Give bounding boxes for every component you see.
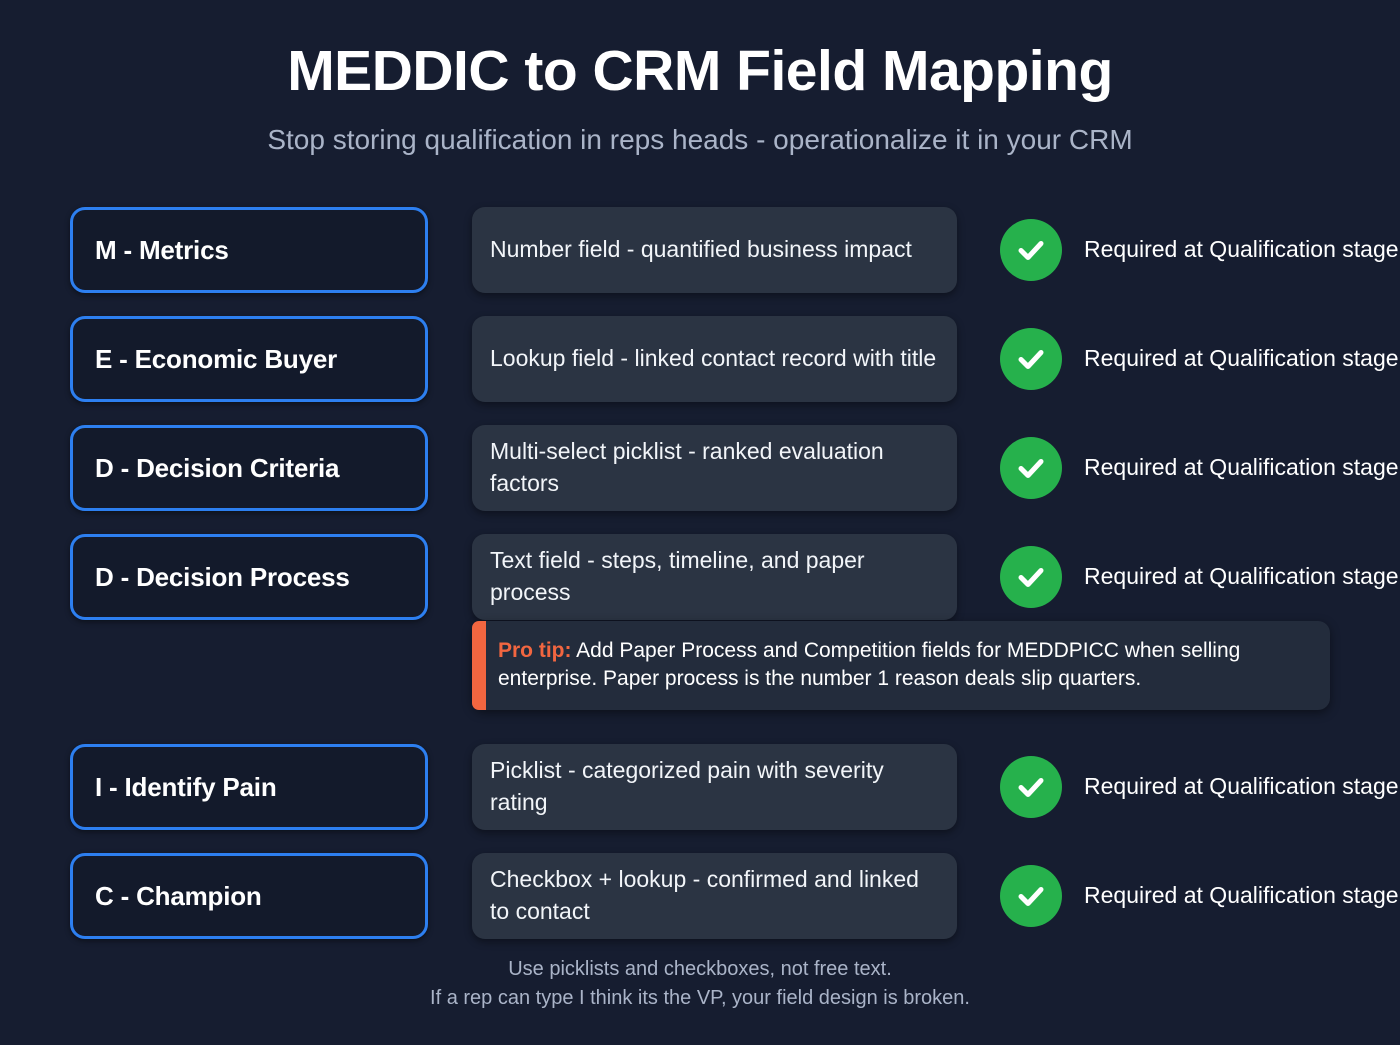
mapping-row: D - Decision Criteria Multi-select pickl… xyxy=(0,425,1400,511)
mapping-row: M - Metrics Number field - quantified bu… xyxy=(0,207,1400,293)
status-group: Required at Qualification stage xyxy=(1000,853,1400,939)
crm-field-description: Text field - steps, timeline, and paper … xyxy=(490,547,865,605)
crm-field-description: Checkbox + lookup - confirmed and linked… xyxy=(490,866,919,924)
pill-label: C - Champion xyxy=(95,880,262,911)
meddic-pill-decision-criteria[interactable]: D - Decision Criteria xyxy=(70,425,428,511)
mapping-row: E - Economic Buyer Lookup field - linked… xyxy=(0,316,1400,402)
footer-line-1: Use picklists and checkboxes, not free t… xyxy=(508,958,892,980)
pro-tip-callout: Pro tip: Add Paper Process and Competiti… xyxy=(472,621,1330,711)
footer-line-2: If a rep can type I think its the VP, yo… xyxy=(430,987,970,1009)
status-group: Required at Qualification stage xyxy=(1000,207,1400,293)
crm-field-card[interactable]: Picklist - categorized pain with severit… xyxy=(472,744,957,830)
status-label: Required at Qualification stage xyxy=(1084,454,1399,481)
page-title: MEDDIC to CRM Field Mapping xyxy=(287,39,1113,103)
meddic-pill-identify-pain[interactable]: I - Identify Pain xyxy=(70,744,428,830)
status-group: Required at Qualification stage xyxy=(1000,534,1400,620)
status-group: Required at Qualification stage xyxy=(1000,316,1400,402)
crm-field-description: Lookup field - linked contact record wit… xyxy=(490,345,937,372)
check-circle-icon xyxy=(1000,437,1062,499)
pro-tip-body: Add Paper Process and Competition fields… xyxy=(498,639,1241,690)
meddic-pill-economic-buyer[interactable]: E - Economic Buyer xyxy=(70,316,428,402)
check-circle-icon xyxy=(1000,865,1062,927)
crm-field-description: Picklist - categorized pain with severit… xyxy=(490,757,884,815)
crm-field-card[interactable]: Multi-select picklist - ranked evaluatio… xyxy=(472,425,957,511)
mapping-row: C - Champion Checkbox + lookup - confirm… xyxy=(0,853,1400,939)
meddic-pill-metrics[interactable]: M - Metrics xyxy=(70,207,428,293)
status-label: Required at Qualification stage xyxy=(1084,882,1399,909)
status-label: Required at Qualification stage xyxy=(1084,236,1399,263)
crm-field-card[interactable]: Lookup field - linked contact record wit… xyxy=(472,316,957,402)
pro-tip-label: Pro tip: xyxy=(498,639,572,662)
crm-field-card[interactable]: Text field - steps, timeline, and paper … xyxy=(472,534,957,620)
pill-label: E - Economic Buyer xyxy=(95,343,338,374)
header: MEDDIC to CRM Field Mapping Stop storing… xyxy=(0,0,1400,156)
pill-label: M - Metrics xyxy=(95,234,229,265)
mapping-rows: M - Metrics Number field - quantified bu… xyxy=(0,207,1400,962)
check-circle-icon xyxy=(1000,328,1062,390)
crm-field-card[interactable]: Number field - quantified business impac… xyxy=(472,207,957,293)
crm-field-description: Multi-select picklist - ranked evaluatio… xyxy=(490,438,884,496)
status-label: Required at Qualification stage xyxy=(1084,773,1399,800)
pro-tip-accent-bar xyxy=(472,621,486,711)
mapping-row: I - Identify Pain Picklist - categorized… xyxy=(0,744,1400,830)
status-group: Required at Qualification stage xyxy=(1000,425,1400,511)
crm-field-description: Number field - quantified business impac… xyxy=(490,236,912,263)
pill-label: I - Identify Pain xyxy=(95,771,277,802)
status-label: Required at Qualification stage xyxy=(1084,563,1399,590)
page-subtitle: Stop storing qualification in reps heads… xyxy=(267,123,1133,155)
footer: Use picklists and checkboxes, not free t… xyxy=(0,955,1400,1013)
check-circle-icon xyxy=(1000,546,1062,608)
crm-field-card[interactable]: Checkbox + lookup - confirmed and linked… xyxy=(472,853,957,939)
meddic-pill-decision-process[interactable]: D - Decision Process xyxy=(70,534,428,620)
mapping-row: D - Decision Process Text field - steps,… xyxy=(0,534,1400,620)
check-circle-icon xyxy=(1000,756,1062,818)
meddic-pill-champion[interactable]: C - Champion xyxy=(70,853,428,939)
status-label: Required at Qualification stage xyxy=(1084,345,1399,372)
check-circle-icon xyxy=(1000,219,1062,281)
pro-tip-text: Pro tip: Add Paper Process and Competiti… xyxy=(498,637,1308,692)
status-group: Required at Qualification stage xyxy=(1000,744,1400,830)
pill-label: D - Decision Criteria xyxy=(95,452,340,483)
pill-label: D - Decision Process xyxy=(95,561,350,592)
